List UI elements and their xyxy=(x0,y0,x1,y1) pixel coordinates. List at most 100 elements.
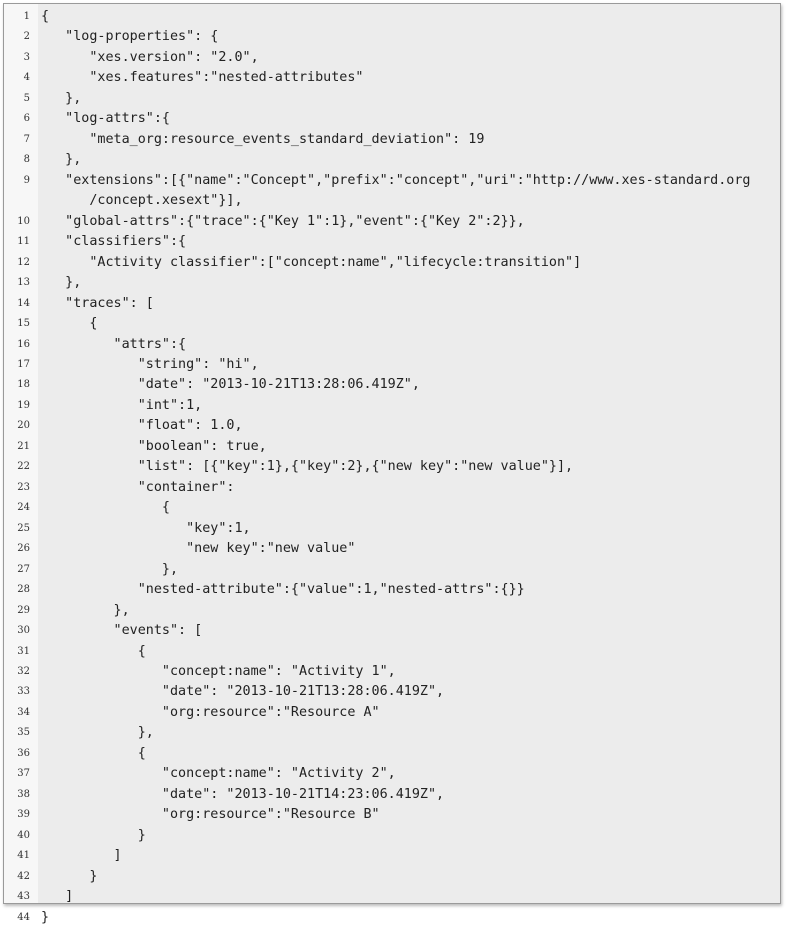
line-number: 12 xyxy=(17,256,30,268)
code-line: 4 "xes.features":"nested-attributes" xyxy=(4,68,780,88)
code-text: { xyxy=(41,9,50,24)
code-text: "xes.features":"nested-attributes" xyxy=(41,70,364,86)
code-text: ] xyxy=(41,848,122,864)
line-number: 42 xyxy=(17,870,30,882)
code-line: 16 "attrs":{ xyxy=(4,335,780,355)
code-line: 44} xyxy=(4,908,780,928)
code-text: "xes.version": "2.0", xyxy=(41,49,259,65)
code-line: 23 "container": xyxy=(4,478,780,498)
code-text: } xyxy=(41,868,98,884)
code-text: }, xyxy=(41,602,130,618)
line-number: 44 xyxy=(17,911,30,923)
code-line: 8 }, xyxy=(4,150,780,170)
line-number: 5 xyxy=(23,92,30,104)
code-text: } xyxy=(41,827,146,843)
code-text: "list": [{"key":1},{"key":2},{"new key":… xyxy=(41,459,574,475)
code-line: 43 ] xyxy=(4,887,780,907)
code-text: "container": xyxy=(41,479,235,495)
line-number: 37 xyxy=(17,768,30,780)
code-text: "date": "2013-10-21T14:23:06.419Z", xyxy=(41,786,445,802)
code-text: { xyxy=(41,500,170,516)
line-number: 29 xyxy=(17,604,30,616)
code-text: "int":1, xyxy=(41,397,203,413)
code-line: 19 "int":1, xyxy=(4,396,780,416)
code-text: "org:resource":"Resource B" xyxy=(41,807,380,823)
line-number: 20 xyxy=(17,420,30,432)
code-line: 37 "concept:name": "Activity 2", xyxy=(4,764,780,784)
line-number: 9 xyxy=(23,174,30,186)
code-line: 32 "concept:name": "Activity 1", xyxy=(4,662,780,682)
code-line: 36 { xyxy=(4,744,780,764)
code-line: 39 "org:resource":"Resource B" xyxy=(4,805,780,825)
line-number: 38 xyxy=(17,788,30,800)
line-number: 22 xyxy=(17,461,30,473)
code-line: 22 "list": [{"key":1},{"key":2},{"new ke… xyxy=(4,457,780,477)
code-line: 30 "events": [ xyxy=(4,621,780,641)
code-text: "date": "2013-10-21T13:28:06.419Z", xyxy=(41,377,420,393)
line-number: 15 xyxy=(17,318,30,330)
code-text: "Activity classifier":["concept:name","l… xyxy=(41,254,582,270)
line-number: 35 xyxy=(17,727,30,739)
code-text: }, xyxy=(41,90,82,106)
code-line: 7 "meta_org:resource_events_standard_dev… xyxy=(4,130,780,150)
line-number: 11 xyxy=(17,236,30,248)
line-number: 8 xyxy=(23,154,30,166)
line-number: 36 xyxy=(17,747,30,759)
line-number: 40 xyxy=(17,829,30,841)
code-text: "float": 1.0, xyxy=(41,418,243,434)
line-number: 3 xyxy=(23,51,30,63)
line-number: 17 xyxy=(17,358,30,370)
code-text: "global-attrs":{"trace":{"Key 1":1},"eve… xyxy=(41,213,525,229)
code-line: 14 "traces": [ xyxy=(4,294,780,314)
code-line: 25 "key":1, xyxy=(4,519,780,539)
code-line: 10 "global-attrs":{"trace":{"Key 1":1},"… xyxy=(4,212,780,232)
code-text: "concept:name": "Activity 1", xyxy=(41,664,396,679)
code-text: ] xyxy=(41,889,74,905)
code-line: 11 "classifiers":{ xyxy=(4,232,780,252)
code-line: 2 "log-properties": { xyxy=(4,27,780,47)
code-line: 34 "org:resource":"Resource A" xyxy=(4,703,780,723)
code-text: "extensions":[{"name":"Concept","prefix"… xyxy=(41,172,751,188)
code-text: "org:resource":"Resource A" xyxy=(41,704,380,720)
code-text: "new key":"new value" xyxy=(41,541,356,557)
line-number: 10 xyxy=(17,215,30,227)
code-text: { xyxy=(41,745,146,761)
code-line: 18 "date": "2013-10-21T13:28:06.419Z", xyxy=(4,375,780,395)
line-number-gutter xyxy=(4,4,38,903)
code-line: 40 } xyxy=(4,826,780,846)
line-number: 26 xyxy=(17,543,30,555)
code-text: }, xyxy=(41,561,179,577)
line-number: 39 xyxy=(17,809,30,821)
line-number: 2 xyxy=(23,31,30,43)
code-line: 27 }, xyxy=(4,560,780,580)
code-listing: 1{2 "log-properties": {3 "xes.version": … xyxy=(3,3,781,925)
code-line: 13 }, xyxy=(4,273,780,293)
line-number: 16 xyxy=(17,338,30,350)
line-number: 41 xyxy=(17,850,30,862)
code-line: 17 "string": "hi", xyxy=(4,355,780,375)
code-text: "traces": [ xyxy=(41,295,154,311)
line-number: 25 xyxy=(17,522,30,534)
code-line: 5 }, xyxy=(4,89,780,109)
line-number: 21 xyxy=(17,440,30,452)
code-text: "attrs":{ xyxy=(41,336,187,352)
code-text: "string": "hi", xyxy=(41,356,259,372)
line-number: 1 xyxy=(23,11,30,22)
code-line: 1{ xyxy=(4,7,780,27)
line-number: 34 xyxy=(17,706,30,718)
line-number: 43 xyxy=(17,891,30,903)
code-text: { xyxy=(41,316,98,332)
line-number: 28 xyxy=(17,584,30,596)
line-number: 13 xyxy=(17,277,30,289)
code-line: /concept.xesext"}], xyxy=(4,191,780,211)
line-number: 4 xyxy=(23,72,30,84)
code-text: }, xyxy=(41,275,82,291)
line-number: 30 xyxy=(17,625,30,637)
line-number: 33 xyxy=(17,686,30,698)
code-text: /concept.xesext"}], xyxy=(41,193,243,209)
code-line: 29 }, xyxy=(4,601,780,621)
code-text: }, xyxy=(41,725,154,741)
line-number: 24 xyxy=(17,502,30,514)
code-line: 12 "Activity classifier":["concept:name"… xyxy=(4,253,780,273)
code-line: 42 } xyxy=(4,867,780,887)
